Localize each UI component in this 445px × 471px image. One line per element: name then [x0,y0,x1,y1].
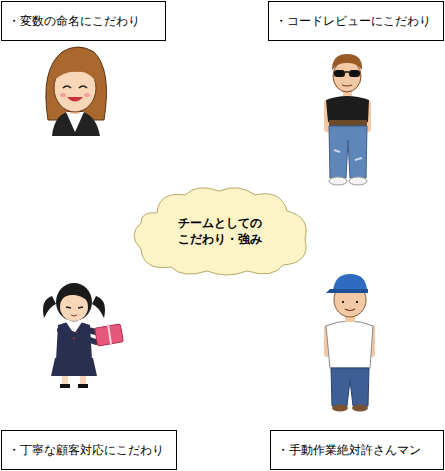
trait-box: ・コードレビューにこだわり [268,1,444,41]
woman-figure [46,47,107,136]
trait-text: ・手動作業絶対許さんマン [271,442,421,459]
trait-box: ・手動作業絶対許さんマン [270,430,444,470]
cap-man-figure [324,274,375,412]
trait-box: ・丁寧な顧客対応にこだわり [1,430,177,470]
trait-text: ・変数の命名にこだわり [2,13,140,30]
cloud-text: チームとしての こだわり・強み [175,215,265,247]
strength-cloud: チームとしての こだわり・強み [127,183,313,279]
trait-text: ・丁寧な顧客対応にこだわり [2,442,164,459]
trait-box: ・変数の命名にこだわり [1,1,166,41]
trait-text: ・コードレビューにこだわり [269,13,431,30]
cloud-outline [127,183,313,279]
sunglasses-man-figure [324,54,371,185]
schoolgirl-figure [43,283,123,388]
